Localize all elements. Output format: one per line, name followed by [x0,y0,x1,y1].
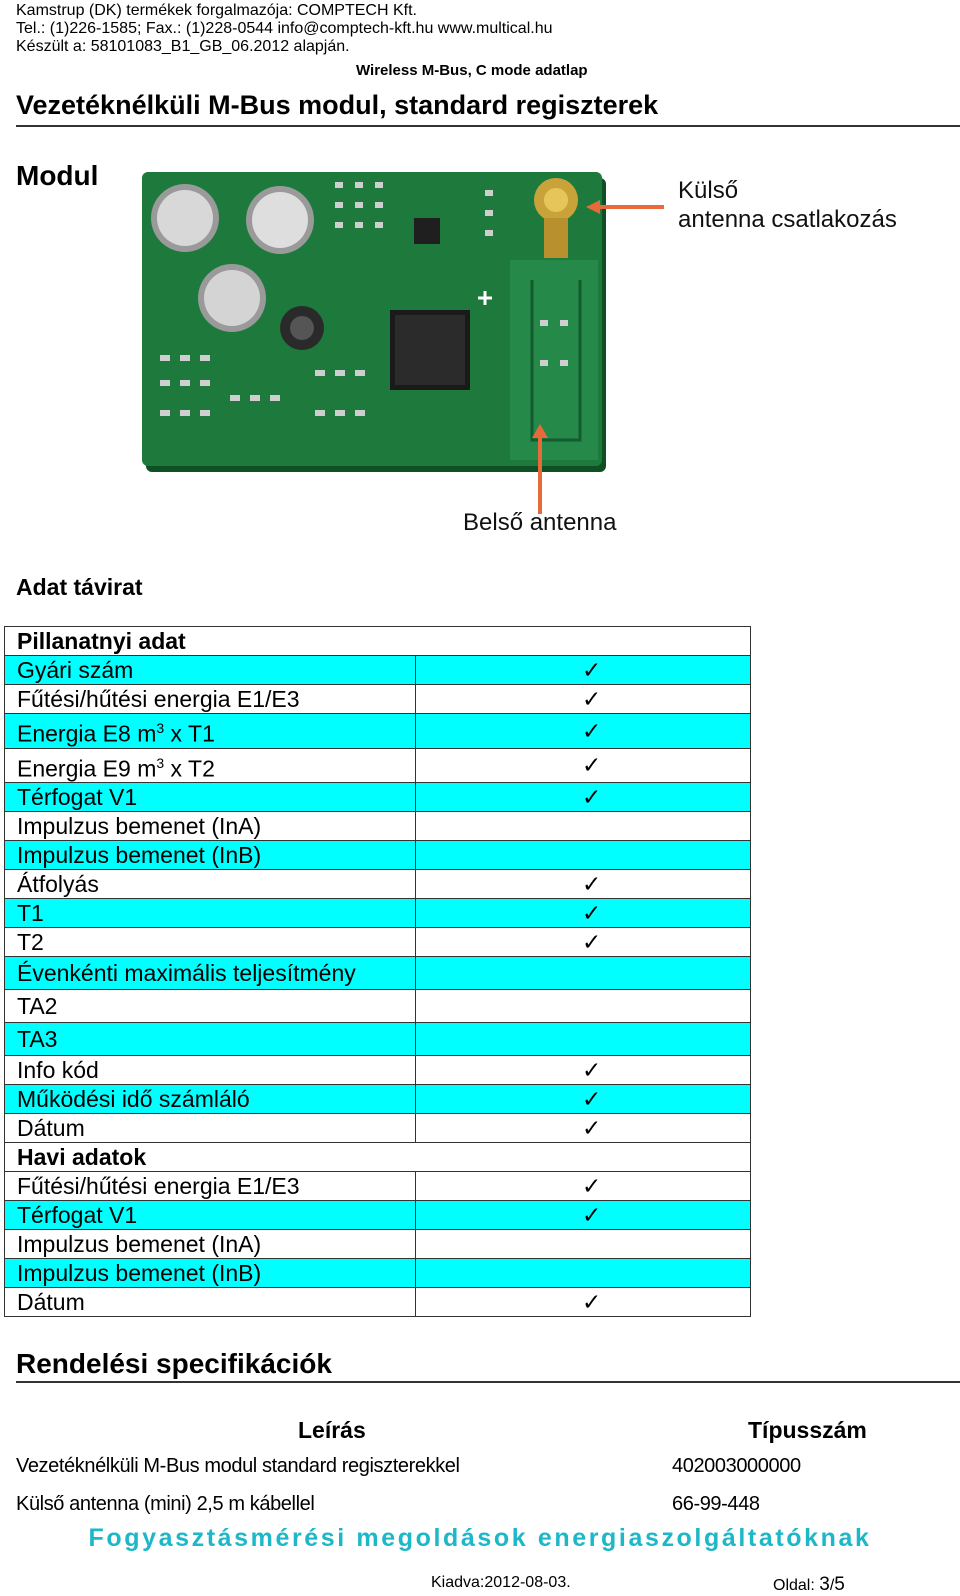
row-label-suffix: x T2 [164,755,215,782]
table-row: Működési idő számláló ✓ [4,1084,751,1115]
page-number: Oldal: 3/5 [773,1574,845,1595]
row-label: TA3 [17,1026,58,1053]
table-row: Átfolyás ✓ [4,869,751,900]
row-label: Térfogat V1 [17,784,138,811]
check-icon: ✓ [582,1202,602,1229]
check-icon: ✓ [582,1086,602,1113]
row-label-suffix: x T1 [164,720,215,747]
row-label: Évenkénti maximális teljesítmény [17,960,356,987]
check-icon: ✓ [582,686,602,712]
row-label-superscript: 3 [156,720,165,736]
table-row: TA2 [4,989,751,1024]
row-label: T2 [17,929,44,956]
table-row: Dátum ✓ [4,1287,751,1318]
ordering-divider [16,1381,960,1383]
row-label: Info kód [17,1057,99,1084]
row-label: Dátum [17,1289,85,1316]
check-icon: ✓ [582,871,602,898]
title-divider [16,125,960,127]
callout-external-antenna: Külső antenna csatlakozás [678,177,897,233]
callout-internal-antenna: Belső antenna [463,509,617,536]
row-label: TA2 [17,993,58,1020]
row-label: Energia E8 m [17,720,157,747]
table-row: Impulzus bemenet (InB) [4,1258,751,1289]
row-label: Fűtési/hűtési energia E1/E3 [17,1173,300,1200]
slogan: Fogyasztásmérési megoldások energiaszolg… [88,1524,872,1552]
check-icon: ✓ [582,717,602,744]
table-row: Energia E8 m3 x T1 ✓ [4,713,751,749]
check-icon: ✓ [582,1173,602,1200]
header-distributor: Kamstrup (DK) termékek forgalmazója: COM… [16,2,417,19]
ordering-col-description: Leírás [298,1417,366,1443]
row-label: Impulzus bemenet (InA) [17,813,262,840]
section-row: Havi adatok [4,1142,751,1173]
row-label: Fűtési/hűtési energia E1/E3 [17,686,300,712]
table-row: Térfogat V1 ✓ [4,782,751,813]
row-label: Impulzus bemenet (InA) [17,1231,262,1258]
table-row: T1 ✓ [4,898,751,929]
table-row: Térfogat V1 ✓ [4,1200,751,1231]
header-contact: Tel.: (1)226-1585; Fax.: (1)228-0544 inf… [16,20,553,37]
row-label: Átfolyás [17,871,99,898]
ordering-item-type: 66-99-448 [672,1493,760,1515]
table-row: Fűtési/hűtési energia E1/E3 ✓ [4,684,751,714]
table-row: T2 ✓ [4,927,751,958]
issue-date: Kiadva:2012-08-03. [431,1574,571,1591]
check-icon: ✓ [582,1057,602,1084]
check-icon: ✓ [582,752,602,779]
header-source: Készült a: 58101083_B1_GB_06.2012 alapjá… [16,38,350,55]
check-icon: ✓ [582,929,602,956]
check-icon: ✓ [582,657,602,683]
check-icon: ✓ [582,900,602,927]
callout-arrow-external [586,200,664,214]
table-row: Dátum ✓ [4,1113,751,1144]
row-label: Térfogat V1 [17,1202,138,1229]
table-row: TA3 [4,1022,751,1057]
ordering-col-type: Típusszám [748,1417,867,1443]
data-telegram-heading: Adat távirat [16,574,143,600]
ordering-heading: Rendelési specifikációk [16,1348,332,1379]
table-row: Évenkénti maximális teljesítmény [4,956,751,991]
ordering-item-type: 402003000000 [672,1455,801,1477]
row-label: Havi adatok [17,1144,147,1171]
row-label: Impulzus bemenet (InB) [17,1260,262,1287]
row-label: T1 [17,900,44,927]
row-label: Gyári szám [17,657,134,683]
table-row: Impulzus bemenet (InA) [4,1229,751,1260]
page-title: Vezetéknélküli M-Bus modul, standard reg… [16,90,659,120]
module-heading: Modul [16,160,99,191]
ordering-item-description: Vezetéknélküli M-Bus modul standard regi… [16,1455,460,1477]
document-type: Wireless M-Bus, C mode adatlap [356,62,588,79]
row-label: Működési idő számláló [17,1086,250,1113]
row-label: Pillanatnyi adat [17,628,186,654]
table-row: Energia E9 m3 x T2 ✓ [4,747,751,784]
check-icon: ✓ [582,1289,602,1316]
check-icon: ✓ [582,1115,602,1142]
table-row: Fűtési/hűtési energia E1/E3 ✓ [4,1171,751,1202]
row-label: Dátum [17,1115,85,1142]
callout-arrow-internal [532,424,548,514]
row-label: Energia E9 m [17,755,157,782]
ordering-item-description: Külső antenna (mini) 2,5 m kábellel [16,1493,315,1515]
module-pcb-image [142,172,606,472]
row-label-superscript: 3 [156,754,165,771]
section-row: Pillanatnyi adat [4,626,751,656]
row-label: Impulzus bemenet (InB) [17,842,262,869]
table-row: Impulzus bemenet (InA) [4,811,751,842]
table-row: Gyári szám ✓ [4,655,751,685]
check-icon: ✓ [582,784,602,811]
table-row: Info kód ✓ [4,1055,751,1086]
table-row: Impulzus bemenet (InB) [4,840,751,871]
